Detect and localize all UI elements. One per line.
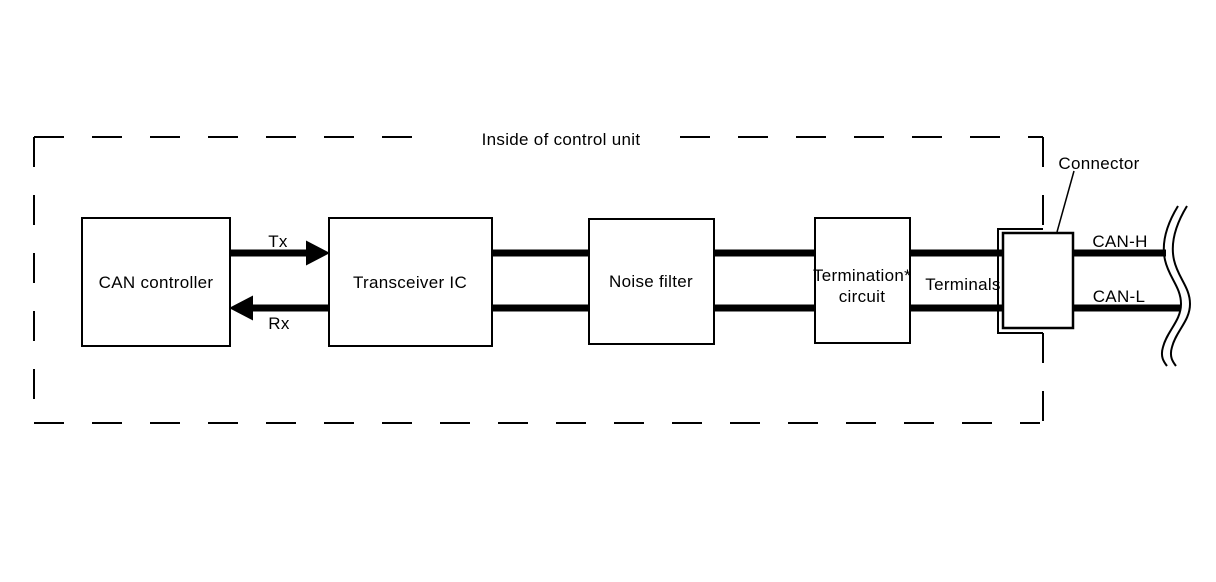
connector [997,170,1075,334]
connector-label: Connector [1058,154,1139,173]
termination-circuit-label-line1: Termination* [813,266,911,285]
can-controller-block: CAN controller [81,217,231,347]
can-controller-box [81,217,231,347]
connector-body [1001,231,1075,330]
tx-arrow [230,240,330,266]
connector-socket-notch [997,228,1043,334]
termination-circuit-label-line2: circuit [839,287,886,306]
can-l-label: CAN-L [1093,287,1146,306]
rx-label: Rx [268,314,290,333]
termination-circuit-block: Termination* circuit [813,217,911,344]
transceiver-ic-box [328,217,493,347]
termination-circuit-box [814,217,911,344]
rx-arrow [229,295,329,321]
terminals-label: Terminals [925,275,1000,294]
transceiver-ic-label: Transceiver IC [353,273,467,292]
can-controller-label: CAN controller [99,273,214,292]
noise-filter-box [588,218,715,345]
tx-label: Tx [268,232,288,251]
can-h-label: CAN-H [1092,232,1147,251]
bus-wires [492,249,1180,312]
tx-arrowhead-icon [306,240,330,266]
noise-filter-block: Noise filter [588,218,715,345]
connector-leader-line [1056,170,1075,233]
control-unit-boundary [33,136,1044,424]
cable-break-left-wave [1160,205,1183,367]
cable-break-right-wave [1169,205,1192,367]
cable-break-icon [1160,205,1192,367]
transceiver-ic-block: Transceiver IC [328,217,493,347]
noise-filter-label: Noise filter [609,272,693,291]
control-unit-title: Inside of control unit [482,130,641,149]
rx-arrowhead-icon [229,295,253,321]
